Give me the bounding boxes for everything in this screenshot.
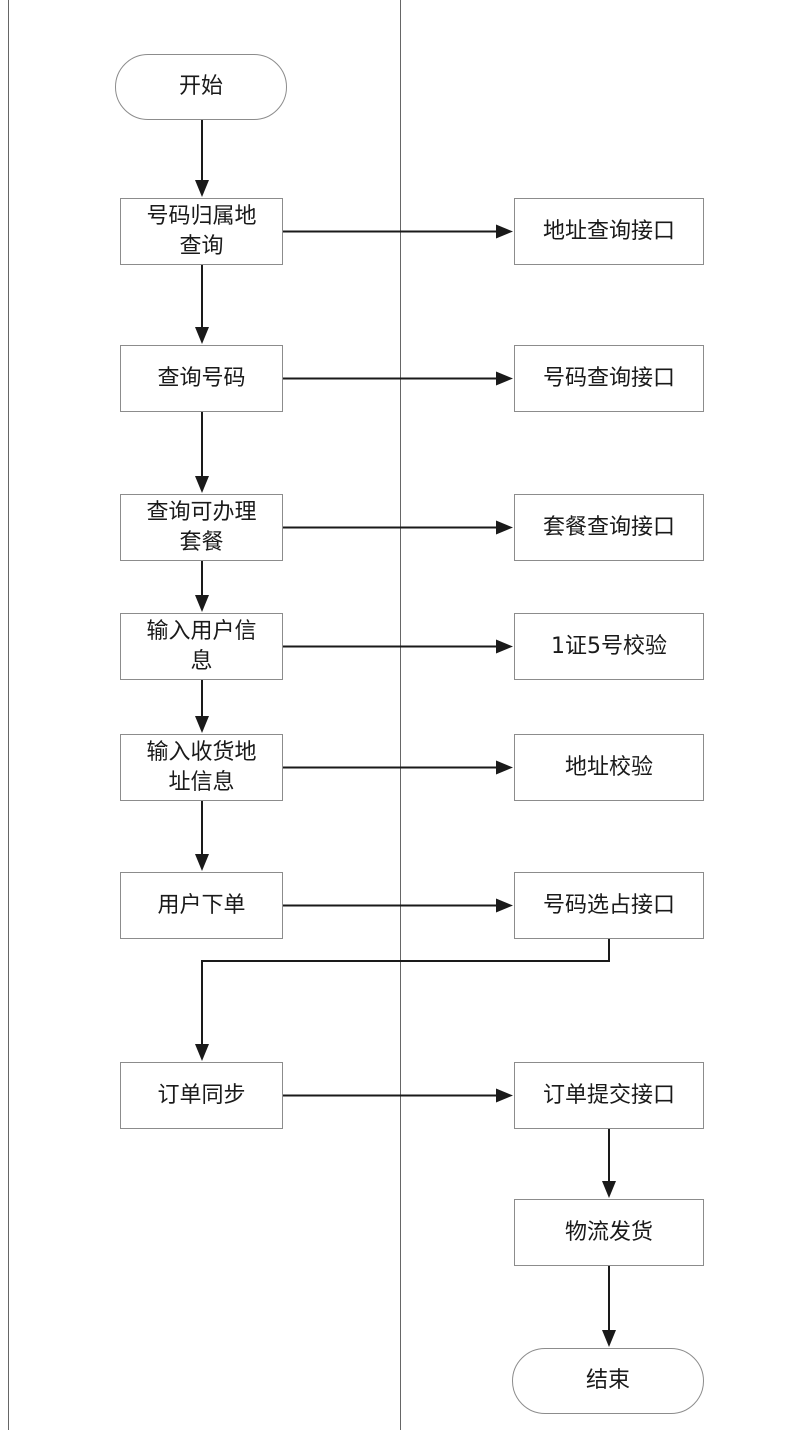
id-check-step: 1证5号校验 xyxy=(514,613,704,680)
connector-query-number-to-number-query-api xyxy=(283,371,513,386)
connector-query-location-to-query-number xyxy=(195,265,209,344)
node-label: 订单同步 xyxy=(157,1082,246,1108)
node-label: 地址校验 xyxy=(564,754,653,780)
order-sync-step: 订单同步 xyxy=(120,1062,283,1129)
node-label-line-2: 息 xyxy=(190,648,213,674)
arrowhead xyxy=(195,327,209,344)
address-check-step: 地址校验 xyxy=(514,734,704,801)
arrowhead xyxy=(496,371,513,386)
package-query-api-step: 套餐查询接口 xyxy=(514,494,704,561)
number-reserve-api-step: 号码选占接口 xyxy=(514,872,704,939)
connector-query-location-to-address-query-api xyxy=(283,224,513,239)
connector-place-order-to-number-reserve-api xyxy=(283,898,513,913)
order-submit-api-step: 订单提交接口 xyxy=(514,1062,704,1129)
node-label: 开始 xyxy=(178,74,223,99)
connector-input-address-to-place-order xyxy=(195,801,209,871)
node-label-line-1: 号码归属地 xyxy=(146,203,257,229)
query-package-step: 查询可办理 套餐 xyxy=(120,494,283,561)
connector-input-user-info-to-input-address xyxy=(195,680,209,733)
connector-start-to-query-location xyxy=(195,120,209,197)
node-label: 订单提交接口 xyxy=(542,1082,675,1108)
connector-query-package-to-input-user-info xyxy=(195,561,209,612)
node-label: 套餐查询接口 xyxy=(542,514,675,540)
node-label-line-1: 查询可办理 xyxy=(146,499,257,525)
place-order-step: 用户下单 xyxy=(120,872,283,939)
connector-line xyxy=(201,939,610,1048)
connector-order-submit-api-to-logistics xyxy=(602,1129,616,1198)
arrowhead xyxy=(195,1044,209,1061)
node-label-line-2: 套餐 xyxy=(179,529,224,555)
number-query-api-step: 号码查询接口 xyxy=(514,345,704,412)
node-label-line-2: 查询 xyxy=(179,233,224,259)
arrowhead xyxy=(602,1181,616,1198)
node-label: 结束 xyxy=(585,1368,630,1393)
connector-logistics-to-end xyxy=(602,1266,616,1347)
node-label: 地址查询接口 xyxy=(542,218,675,244)
node-label: 物流发货 xyxy=(564,1219,653,1245)
connector-input-address-to-address-check xyxy=(283,760,513,775)
arrowhead xyxy=(496,1088,513,1103)
connector-order-sync-to-order-submit-api xyxy=(283,1088,513,1103)
start-terminal: 开始 xyxy=(115,54,287,120)
node-label: 1证5号校验 xyxy=(551,633,667,659)
arrowhead xyxy=(496,520,513,535)
node-label-line-2: 址信息 xyxy=(168,769,235,795)
query-location-step: 号码归属地 查询 xyxy=(120,198,283,265)
connector-input-user-info-to-id-check xyxy=(283,639,513,654)
arrowhead xyxy=(195,476,209,493)
end-terminal: 结束 xyxy=(512,1348,704,1414)
node-label: 查询号码 xyxy=(157,365,246,391)
arrowhead xyxy=(195,716,209,733)
arrowhead xyxy=(195,595,209,612)
query-number-step: 查询号码 xyxy=(120,345,283,412)
connector-query-number-to-query-package xyxy=(195,412,209,493)
node-label: 用户下单 xyxy=(157,892,246,918)
input-address-step: 输入收货地 址信息 xyxy=(120,734,283,801)
input-user-info-step: 输入用户信 息 xyxy=(120,613,283,680)
arrowhead xyxy=(496,898,513,913)
arrowhead xyxy=(602,1330,616,1347)
connector-query-package-to-package-query-api xyxy=(283,520,513,535)
address-query-api-step: 地址查询接口 xyxy=(514,198,704,265)
node-label: 号码查询接口 xyxy=(542,365,675,391)
arrowhead xyxy=(195,180,209,197)
arrowhead xyxy=(496,224,513,239)
node-label: 号码选占接口 xyxy=(542,892,675,918)
arrowhead xyxy=(195,854,209,871)
arrowhead xyxy=(496,639,513,654)
connector-number-reserve-api-to-order-sync xyxy=(195,939,610,1061)
arrowhead xyxy=(496,760,513,775)
node-label-line-1: 输入收货地 xyxy=(146,739,257,765)
logistics-step: 物流发货 xyxy=(514,1199,704,1266)
node-label-line-1: 输入用户信 xyxy=(146,618,257,644)
